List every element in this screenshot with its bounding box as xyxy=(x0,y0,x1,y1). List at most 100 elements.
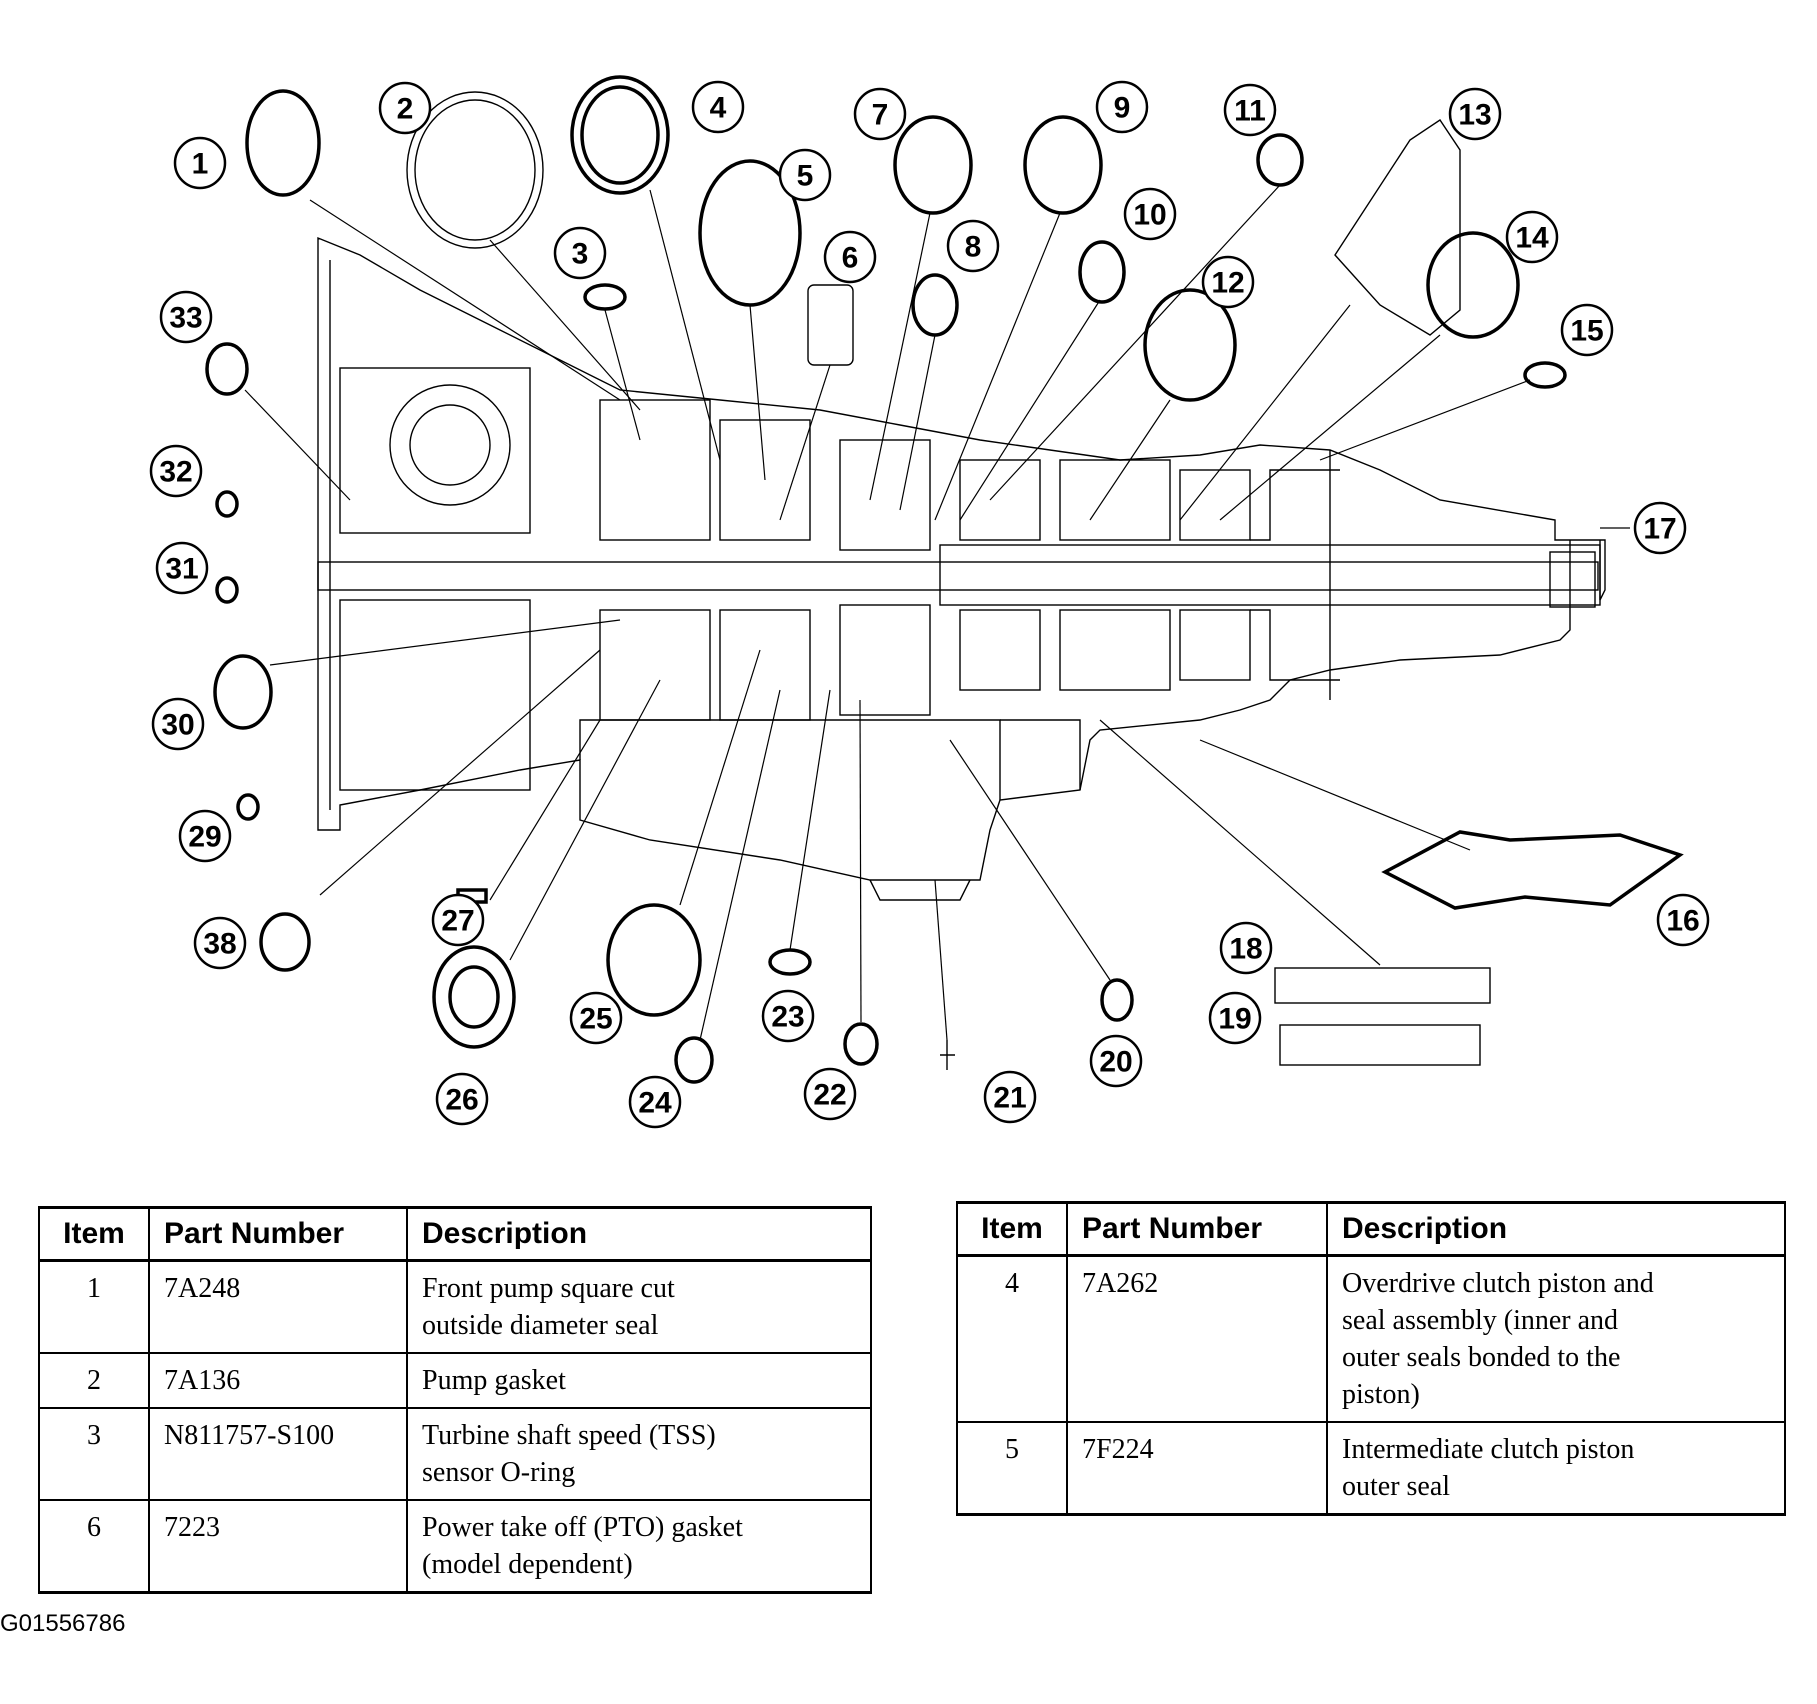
callout-30: 30 xyxy=(151,697,205,751)
cell-item: 5 xyxy=(957,1422,1067,1516)
callout-circle xyxy=(1089,1034,1143,1088)
callout-circle xyxy=(823,230,877,284)
leader-lines xyxy=(244,184,1630,1041)
callout-label: 26 xyxy=(445,1084,478,1117)
callout-label: 2 xyxy=(397,93,414,126)
callout-label: 23 xyxy=(771,1001,804,1034)
callout-31: 31 xyxy=(155,541,209,595)
callout-label: 7 xyxy=(872,99,889,132)
cell-description: Pump gasket xyxy=(406,1353,871,1409)
callout-label: 19 xyxy=(1218,1003,1251,1036)
part-26-seal xyxy=(432,945,516,1049)
part-2-pump-gasket xyxy=(406,91,544,249)
callout-label: 16 xyxy=(1666,905,1699,938)
callout-18: 18 xyxy=(1219,921,1273,975)
part-29-o-ring xyxy=(236,793,260,821)
callout-label: 20 xyxy=(1099,1046,1132,1079)
callout-label: 38 xyxy=(203,928,236,961)
callout-9: 9 xyxy=(1095,80,1149,134)
callout-label: 31 xyxy=(165,553,198,586)
callout-label: 12 xyxy=(1211,267,1244,300)
callout-circle xyxy=(1560,303,1614,357)
callout-label: 24 xyxy=(638,1087,672,1120)
callout-17: 17 xyxy=(1633,501,1687,555)
callout-circle xyxy=(151,697,205,751)
callout-circle xyxy=(691,80,745,134)
callout-label: 13 xyxy=(1458,99,1491,132)
part-38-seal xyxy=(259,912,311,972)
callout-label: 4 xyxy=(710,92,727,125)
callout-13: 13 xyxy=(1448,87,1502,141)
cell-part-number: 7F224 xyxy=(1066,1422,1327,1516)
callout-circle xyxy=(983,1070,1037,1124)
callout-8: 8 xyxy=(946,219,1000,273)
callout-circle xyxy=(946,219,1000,273)
part-25-seal xyxy=(606,903,702,1017)
cell-part-number: 7A248 xyxy=(148,1260,407,1354)
part-15-o-ring xyxy=(1523,361,1567,389)
callout-2: 2 xyxy=(378,81,432,135)
cell-item: 3 xyxy=(39,1408,149,1501)
callout-16: 16 xyxy=(1656,893,1710,947)
callout-label: 30 xyxy=(161,709,194,742)
callout-circle xyxy=(569,991,623,1045)
callout-24: 24 xyxy=(628,1075,682,1129)
cell-description: Power take off (PTO) gasket(model depend… xyxy=(406,1500,871,1594)
callout-circle xyxy=(1656,893,1710,947)
cell-description: Turbine shaft speed (TSS)sensor O-ring xyxy=(406,1408,871,1501)
part-20-seal xyxy=(1100,978,1134,1022)
callout-circle xyxy=(761,989,815,1043)
cell-item: 6 xyxy=(39,1500,149,1594)
callout-circle xyxy=(553,226,607,280)
callout-circle xyxy=(1095,80,1149,134)
part-23-o-ring xyxy=(768,948,812,976)
callout-11: 11 xyxy=(1223,83,1277,137)
callout-label: 6 xyxy=(842,242,859,275)
callout-3: 3 xyxy=(553,226,607,280)
table-row: 2 7A136 Pump gasket xyxy=(39,1353,871,1409)
part-4-overdrive-piston xyxy=(570,75,670,195)
callout-circle xyxy=(1505,210,1559,264)
cell-item: 1 xyxy=(39,1260,149,1354)
callout-circle xyxy=(1633,501,1687,555)
callout-circle xyxy=(1123,187,1177,241)
callout-15: 15 xyxy=(1560,303,1614,357)
callout-label: 21 xyxy=(993,1082,1026,1115)
callout-label: 33 xyxy=(169,302,202,335)
callout-label: 22 xyxy=(813,1079,846,1112)
column-header-description: Description xyxy=(406,1207,871,1262)
callout-circle xyxy=(803,1067,857,1121)
callout-circle xyxy=(1208,991,1262,1045)
part-1-front-pump-seal xyxy=(245,89,321,197)
part-6-pto-gasket xyxy=(807,284,854,366)
part-12-seal xyxy=(1143,288,1237,402)
part-32-o-ring xyxy=(215,490,239,518)
callout-32: 32 xyxy=(149,444,203,498)
callout-circle xyxy=(1448,87,1502,141)
parts-table-right: Item Part Number Description 4 7A262 Ove… xyxy=(956,1201,1786,1516)
callout-10: 10 xyxy=(1123,187,1177,241)
part-11-seal xyxy=(1256,133,1304,187)
table-header-row: Item Part Number Description xyxy=(957,1202,1785,1257)
table-header-row: Item Part Number Description xyxy=(39,1207,871,1262)
callout-26: 26 xyxy=(435,1072,489,1126)
table-row: 6 7223 Power take off (PTO) gasket(model… xyxy=(39,1500,871,1594)
callout-29: 29 xyxy=(178,809,232,863)
cell-part-number: 7A136 xyxy=(148,1353,407,1409)
callout-circle xyxy=(778,148,832,202)
part-19-separator-plate xyxy=(1279,1024,1481,1066)
callout-label: 11 xyxy=(1234,95,1266,128)
callout-23: 23 xyxy=(761,989,815,1043)
callout-group: 1234567891011121314151617181920212223242… xyxy=(149,80,1710,1129)
figure-id: G01556786 xyxy=(0,1610,126,1637)
column-header-part-number: Part Number xyxy=(1066,1202,1327,1257)
callout-label: 32 xyxy=(159,456,192,489)
callout-20: 20 xyxy=(1089,1034,1143,1088)
callout-circle xyxy=(178,809,232,863)
callout-label: 3 xyxy=(572,238,589,271)
callout-circle xyxy=(431,893,485,947)
part-24-seal xyxy=(674,1036,714,1084)
